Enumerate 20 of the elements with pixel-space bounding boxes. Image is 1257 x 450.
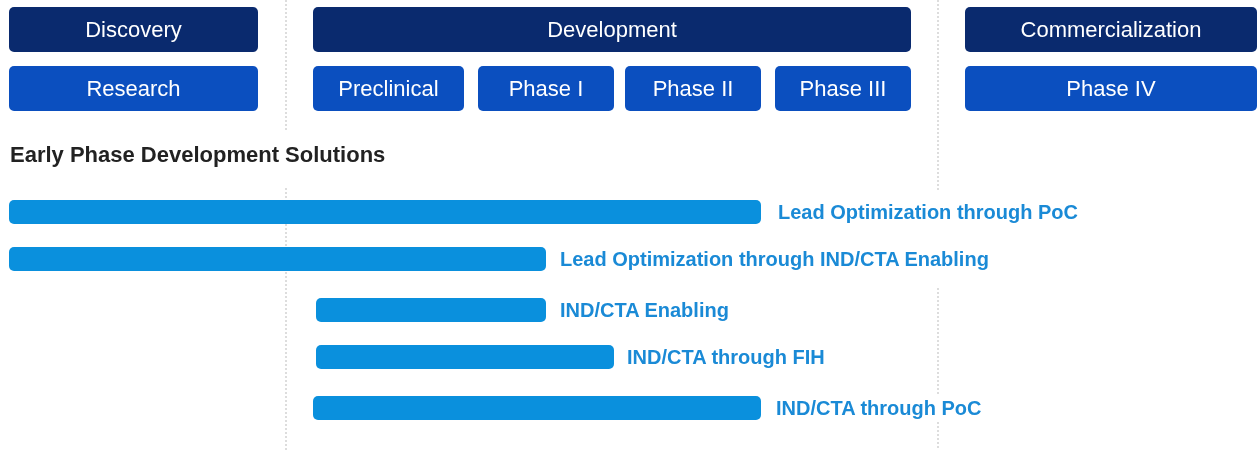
bar-label: IND/CTA Enabling — [560, 298, 729, 322]
phase-box: Development — [313, 7, 911, 52]
phase-box: Phase I — [478, 66, 614, 111]
bar-label: Lead Optimization through IND/CTA Enabling — [560, 247, 989, 271]
bar-label: IND/CTA through FIH — [627, 345, 825, 369]
timeline-bar — [316, 345, 614, 369]
phase-box: Research — [9, 66, 258, 111]
bar-label: IND/CTA through PoC — [776, 396, 982, 420]
section-heading: Early Phase Development Solutions — [10, 142, 386, 168]
timeline-bar — [313, 396, 761, 420]
timeline-bar — [9, 200, 761, 224]
phase-box: Preclinical — [313, 66, 464, 111]
phase-box: Phase II — [625, 66, 761, 111]
phase-box: Discovery — [9, 7, 258, 52]
phase-box: Phase III — [775, 66, 911, 111]
bar-label: Lead Optimization through PoC — [778, 200, 1078, 224]
timeline-bar — [316, 298, 546, 322]
phase-box: Commercialization — [965, 7, 1257, 52]
phase-box: Phase IV — [965, 66, 1257, 111]
timeline-bar — [9, 247, 546, 271]
